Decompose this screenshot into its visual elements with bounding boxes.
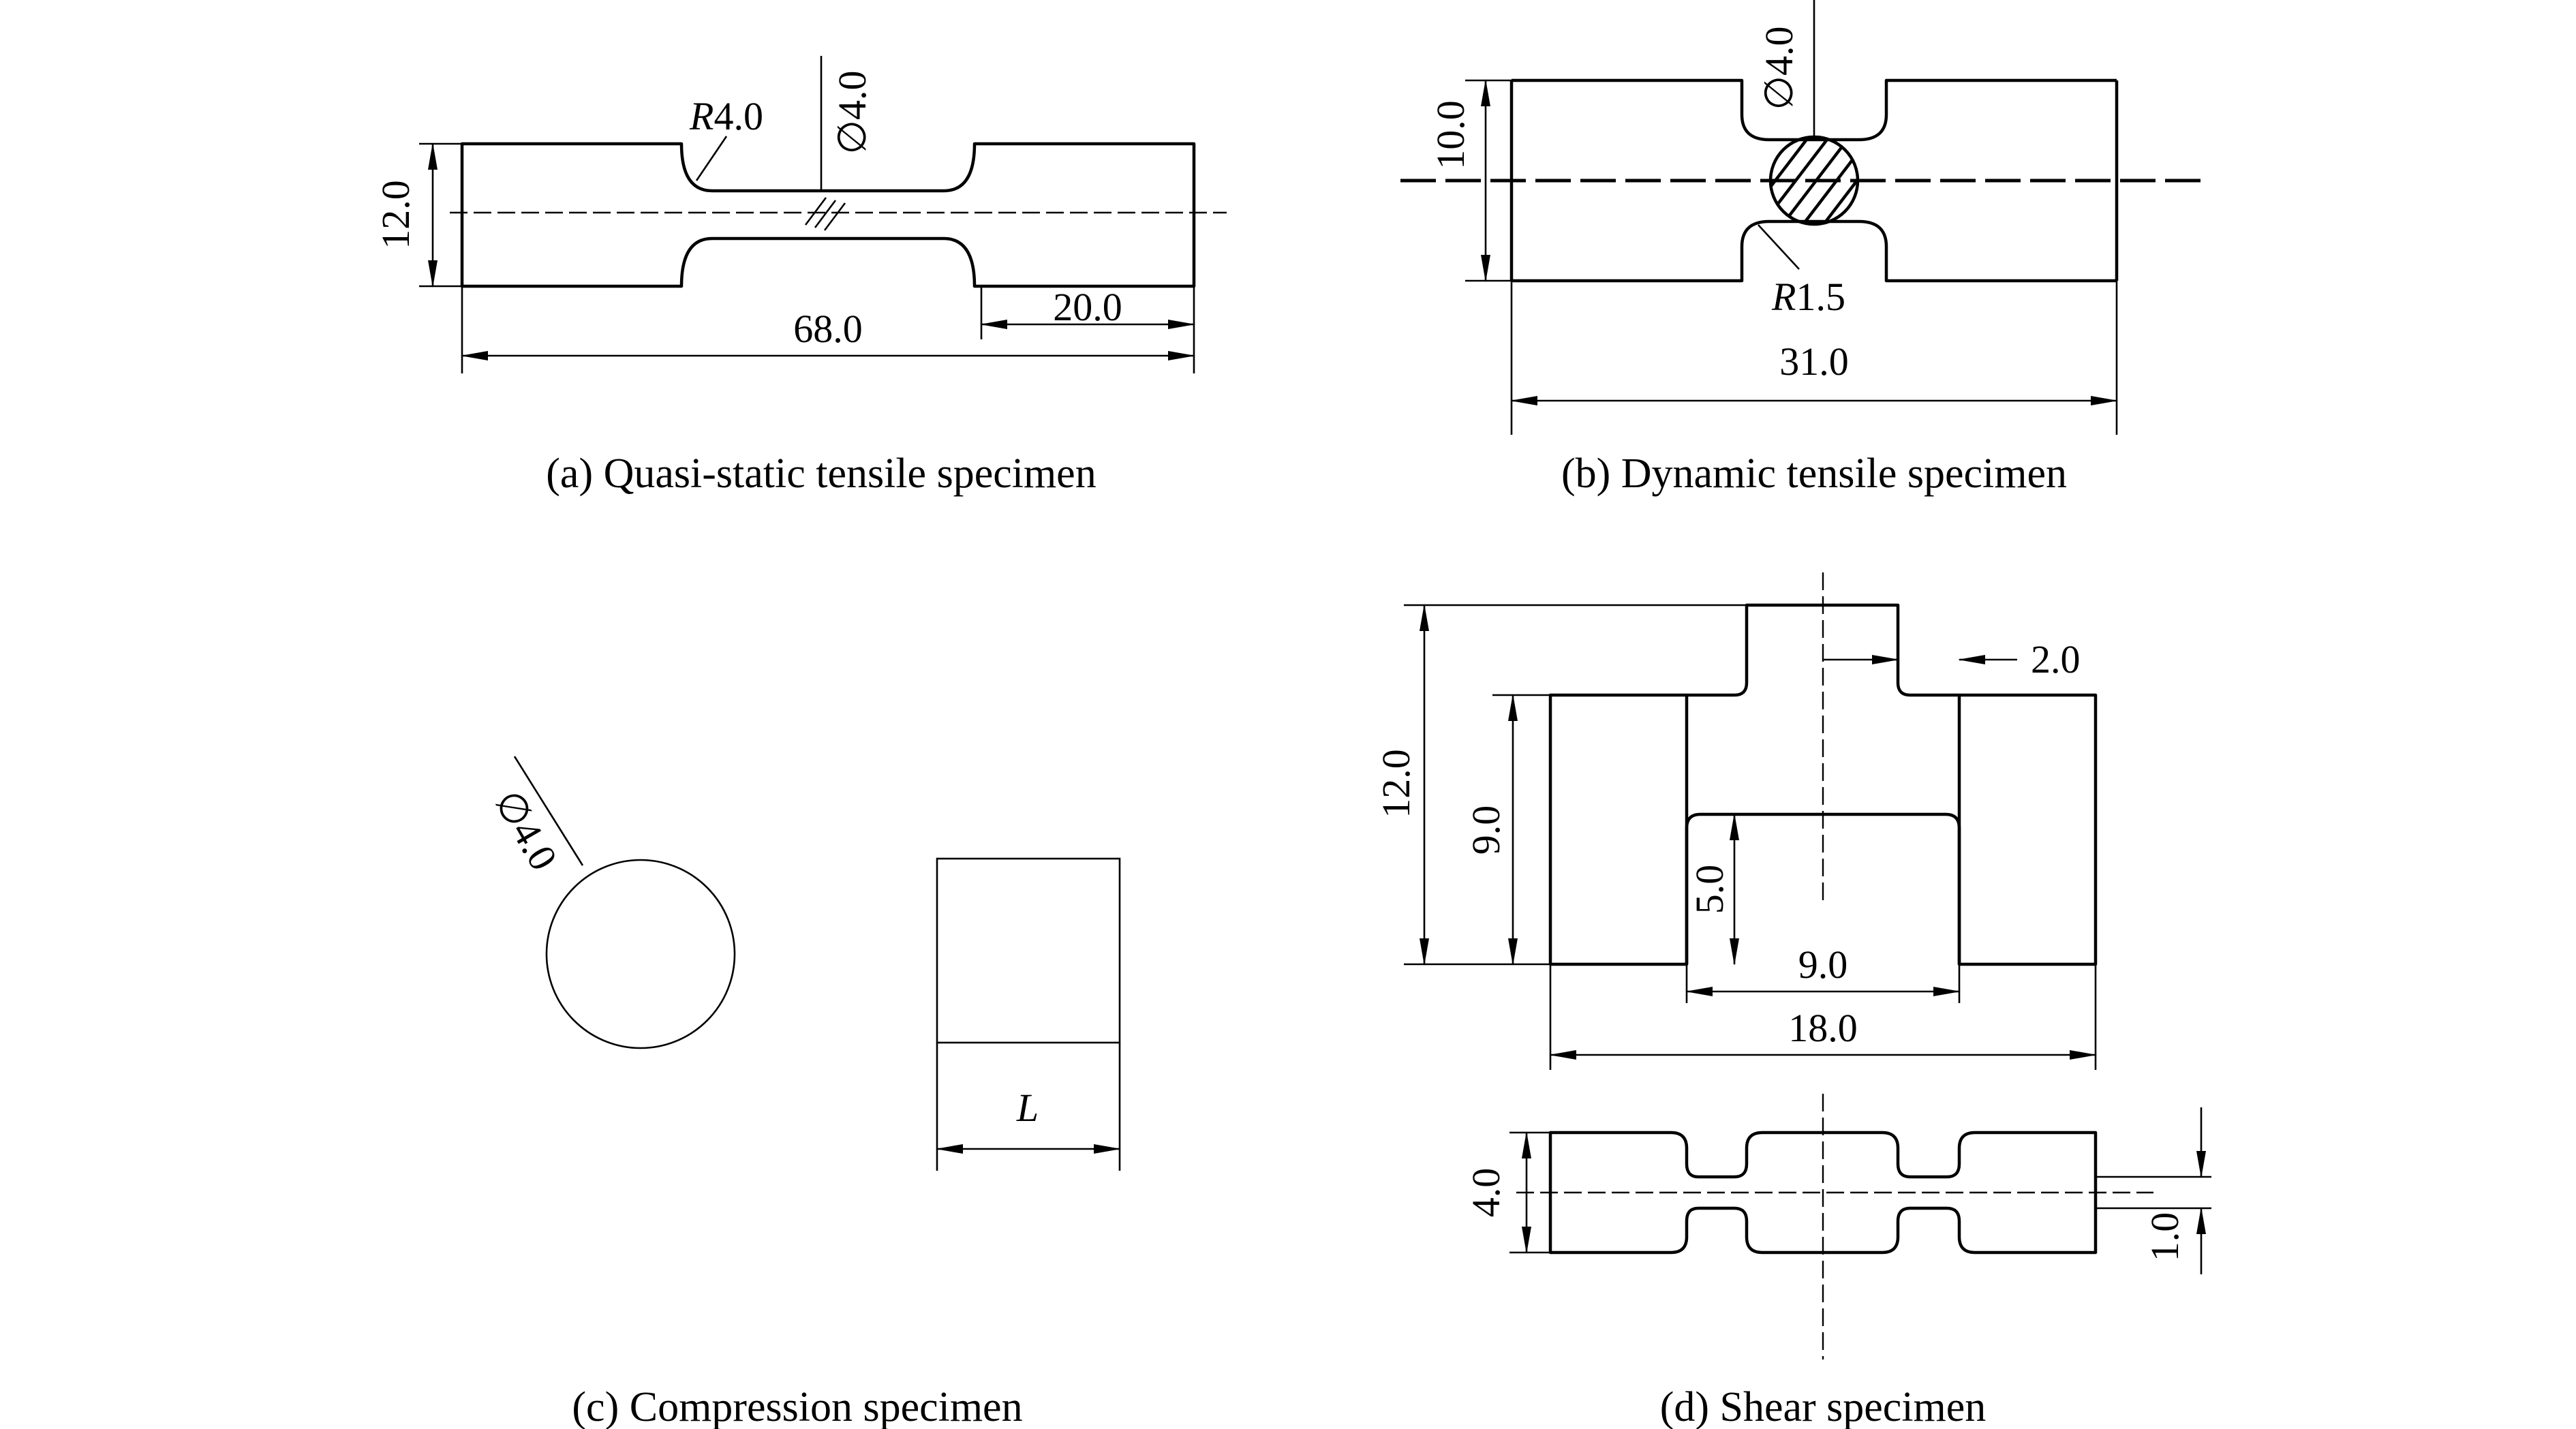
specimen-c-length-label: L — [1016, 1086, 1039, 1130]
specimen-a-grip-label: 20.0 — [1053, 285, 1122, 329]
specimen-d-right-block — [1957, 693, 2098, 966]
quasi-static-tensile-specimen: R4.0 ∅4.0 12.0 68.0 20.0 (a) Quasi-stati… — [373, 56, 1227, 497]
specimen-a-height-label: 12.0 — [373, 180, 418, 249]
specimen-a-length-label: 68.0 — [793, 307, 863, 351]
specimen-d-height-inner-label: 5.0 — [1687, 865, 1732, 915]
specimen-d-left-block — [1548, 693, 1689, 966]
specimen-c-diameter-label: ∅4.0 — [486, 783, 566, 878]
specimen-b-height-label: 10.0 — [1428, 100, 1473, 170]
specimen-d-caption: (d) Shear specimen — [1660, 1384, 1987, 1429]
specimen-b-caption: (b) Dynamic tensile specimen — [1561, 450, 2067, 497]
shear-specimen: 2.0 12.0 9.0 5.0 9.0 18.0 4.0 1.0 (d) Sh… — [1374, 572, 2211, 1429]
specimen-b-diameter-label: ∅4.0 — [1757, 26, 1801, 110]
specimen-c-end-view — [545, 859, 736, 1049]
specimen-b-outline-top — [1512, 78, 2117, 142]
specimen-b-length-label: 31.0 — [1779, 339, 1849, 384]
specimen-d-height-side-label: 9.0 — [1464, 805, 1508, 855]
specimen-d-offset-label: 2.0 — [2031, 637, 2081, 681]
compression-specimen: ∅4.0 L (c) Compression specimen — [486, 756, 1121, 1429]
specimen-b-outline-bottom — [1512, 219, 2117, 283]
specimen-d-thickness-label: 4.0 — [1464, 1168, 1508, 1218]
specimen-c-caption: (c) Compression specimen — [572, 1384, 1022, 1429]
specimen-d-height-outer-label: 12.0 — [1374, 749, 1418, 818]
specimen-b-radius-label: R1.5 — [1771, 275, 1845, 319]
specimen-a-outline — [460, 142, 1196, 288]
specimen-d-width-outer-label: 18.0 — [1788, 1006, 1858, 1050]
specimen-a-caption: (a) Quasi-static tensile specimen — [546, 450, 1096, 497]
dynamic-tensile-specimen: ∅4.0 10.0 R1.5 31.0 (b) Dynamic tensile … — [1400, 0, 2201, 497]
specimen-a-radius-label: R4.0 — [689, 94, 763, 138]
specimen-c-side-view — [936, 857, 1121, 1044]
specimen-a-hatch — [804, 197, 846, 231]
specimen-d-gap-label: 1.0 — [2143, 1212, 2187, 1262]
specimen-d-side-view — [1548, 1131, 2098, 1255]
specimen-d-width-inner-label: 9.0 — [1798, 942, 1848, 987]
specimen-a-diameter-label: ∅4.0 — [830, 70, 874, 154]
